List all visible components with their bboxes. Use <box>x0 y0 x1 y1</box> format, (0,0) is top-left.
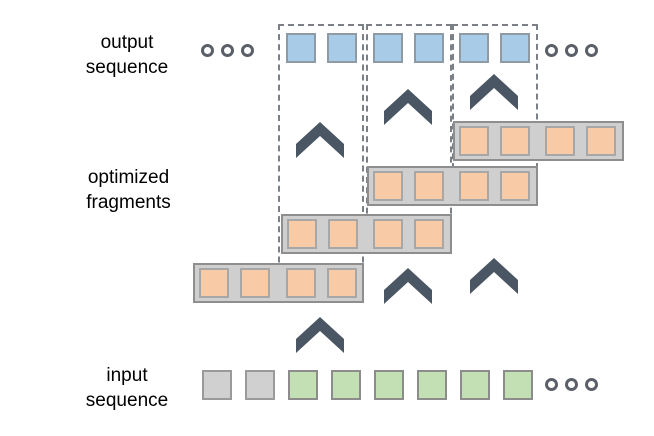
output-token-6 <box>500 33 530 63</box>
output-token-1 <box>286 33 316 63</box>
ellipsis-dot-icon <box>545 378 558 391</box>
input-token-6 <box>417 370 447 400</box>
input-token-2 <box>245 370 275 400</box>
input-right-ellipsis <box>545 378 598 391</box>
output-token-3 <box>373 33 403 63</box>
fragment-token-1-4 <box>586 126 616 156</box>
arrow-input-to-fragment-4 <box>296 317 344 353</box>
fragment-token-4-2 <box>240 268 270 298</box>
fragment-token-2-4 <box>500 171 530 201</box>
fragment-token-2-3 <box>459 171 489 201</box>
input-token-7 <box>460 370 490 400</box>
dashed-group-box-1 <box>278 24 364 303</box>
ellipsis-dot-icon <box>565 44 578 57</box>
fragment-token-4-4 <box>327 268 357 298</box>
input-token-4 <box>331 370 361 400</box>
fragment-token-3-1 <box>287 219 317 249</box>
ellipsis-dot-icon <box>221 44 234 57</box>
fragment-token-3-2 <box>328 219 358 249</box>
fragment-token-3-3 <box>373 219 403 249</box>
arrow-fragment-to-output-1 <box>296 122 344 158</box>
ellipsis-dot-icon <box>545 44 558 57</box>
fragment-token-2-1 <box>373 171 403 201</box>
fragment-token-1-3 <box>545 126 575 156</box>
input-sequence-label: input sequence <box>85 365 169 411</box>
arrow-fragment-to-output-2 <box>384 89 432 125</box>
output-left-ellipsis <box>201 44 254 57</box>
output-right-ellipsis <box>545 44 598 57</box>
input-token-1 <box>202 370 232 400</box>
ellipsis-dot-icon <box>201 44 214 57</box>
ellipsis-dot-icon <box>565 378 578 391</box>
fragment-token-4-3 <box>286 268 316 298</box>
fragment-token-3-4 <box>414 219 444 249</box>
fragment-token-2-2 <box>414 171 444 201</box>
optimized-fragments-label: optimized fragments <box>86 167 171 213</box>
input-token-5 <box>374 370 404 400</box>
fragment-token-1-1 <box>459 126 489 156</box>
arrow-input-to-fragment-3 <box>384 268 432 304</box>
arrow-input-to-fragment-2 <box>470 258 518 294</box>
output-sequence-label: output sequence <box>85 32 169 78</box>
ellipsis-dot-icon <box>241 44 254 57</box>
fragment-token-1-2 <box>500 126 530 156</box>
input-token-8 <box>503 370 533 400</box>
ellipsis-dot-icon <box>585 44 598 57</box>
output-token-4 <box>414 33 444 63</box>
output-token-5 <box>459 33 489 63</box>
ellipsis-dot-icon <box>585 378 598 391</box>
input-token-3 <box>288 370 318 400</box>
fragment-token-4-1 <box>199 268 229 298</box>
arrow-fragment-to-output-3 <box>470 74 518 110</box>
output-token-2 <box>327 33 357 63</box>
